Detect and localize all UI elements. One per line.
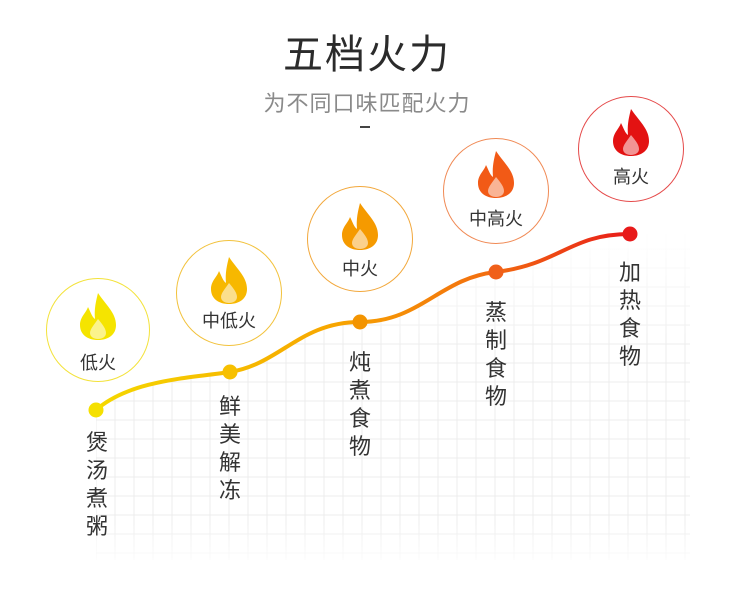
- curve-point-5: [622, 226, 638, 242]
- food-char: 蒸: [484, 301, 507, 326]
- food-char: 加: [618, 261, 641, 286]
- page-title: 五档火力: [283, 32, 451, 78]
- curve-point-3: [352, 314, 368, 330]
- food-char: 煮: [85, 487, 108, 512]
- level-circle-low: 低火: [46, 278, 150, 382]
- food-char: 美: [218, 423, 241, 448]
- food-char: 炖: [348, 351, 371, 376]
- flame-icon: [613, 109, 649, 156]
- food-char: 粥: [85, 515, 108, 540]
- flame-icon: [80, 293, 116, 340]
- food-label-medium: 炖 煮 食 物: [345, 350, 375, 462]
- food-char: 煲: [85, 431, 108, 456]
- food-char: 食: [618, 317, 641, 342]
- food-char: 物: [484, 385, 507, 410]
- food-char: 汤: [85, 459, 108, 484]
- level-circle-medium-low: 中低火: [176, 240, 282, 346]
- curve-point-4: [488, 264, 504, 280]
- food-char: 煮: [348, 379, 371, 404]
- curve-point-1: [88, 402, 104, 418]
- flame-icon: [211, 257, 247, 304]
- page-subtitle: 为不同口味匹配火力: [263, 92, 471, 117]
- food-label-medium-high: 蒸 制 食 物: [481, 300, 511, 412]
- food-label-medium-low: 鲜 美 解 冻: [215, 394, 245, 506]
- level-label: 中低火: [202, 311, 256, 332]
- food-char: 鲜: [218, 395, 241, 420]
- curve-point-2: [222, 364, 238, 380]
- level-label: 中高火: [469, 209, 523, 230]
- food-char: 解: [218, 451, 241, 476]
- level-label: 中火: [342, 259, 378, 280]
- food-label-high: 加 热 食 物: [615, 260, 645, 372]
- level-label: 高火: [613, 167, 649, 188]
- food-char: 制: [484, 329, 507, 354]
- level-circle-medium-high: 中高火: [443, 138, 549, 244]
- food-char: 物: [618, 345, 641, 370]
- food-char: 食: [484, 357, 507, 382]
- flame-icon: [342, 203, 378, 250]
- food-char: 热: [618, 289, 641, 314]
- food-char: 物: [348, 435, 371, 460]
- flame-icon: [478, 151, 514, 198]
- food-char: 冻: [218, 479, 241, 504]
- food-char: 食: [348, 407, 371, 432]
- level-circle-high: 高火: [578, 96, 684, 202]
- level-label: 低火: [80, 353, 116, 374]
- title-divider: [360, 126, 370, 128]
- level-circle-medium: 中火: [307, 186, 413, 292]
- food-label-low: 煲 汤 煮 粥: [82, 430, 112, 542]
